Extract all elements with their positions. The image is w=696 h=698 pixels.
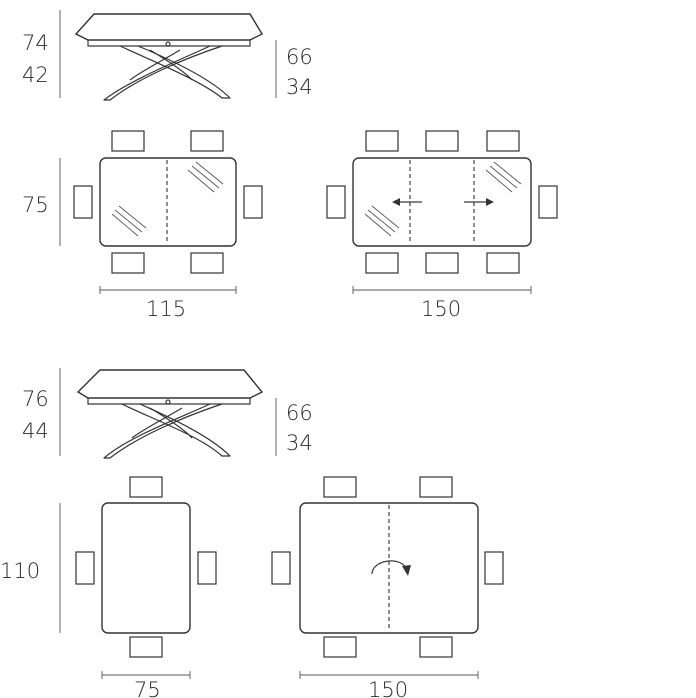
alt-min-label: 34: [286, 431, 313, 455]
open-width-label: 150: [368, 678, 408, 698]
glass-reflection-icon: [111, 161, 224, 237]
table-top: [352, 157, 532, 247]
chair: [190, 252, 224, 274]
chair: [129, 636, 163, 658]
height-max-label: 76: [22, 387, 49, 411]
top-table-open-plan: 150: [271, 476, 504, 698]
depth-label: 75: [22, 193, 49, 217]
chair: [111, 130, 145, 152]
chair: [73, 185, 93, 219]
chair: [243, 185, 263, 219]
chair: [486, 252, 520, 274]
chair: [365, 252, 399, 274]
chair: [197, 551, 217, 585]
extended-width-label: 150: [421, 297, 461, 321]
top-table-elevation: 76 44 66 34: [22, 368, 313, 459]
chair: [486, 130, 520, 152]
glass-table-extended-plan: 150: [326, 130, 558, 321]
chair: [419, 476, 453, 498]
alt-max-label: 66: [286, 45, 313, 69]
chair: [326, 185, 346, 219]
chair: [484, 551, 504, 585]
extend-arrow-right-icon: [464, 198, 494, 206]
chair: [323, 476, 357, 498]
height-max-label: 74: [22, 31, 49, 55]
chair: [271, 551, 291, 585]
chair: [75, 551, 95, 585]
chair: [365, 130, 399, 152]
chair: [129, 476, 163, 498]
chair: [190, 130, 224, 152]
table-top: [99, 157, 237, 247]
depth-label: 110: [0, 559, 40, 583]
table-side-view: [74, 13, 263, 101]
glass-reflection-icon: [364, 161, 522, 237]
closed-width-label: 115: [146, 297, 186, 321]
height-min-label: 44: [22, 419, 49, 443]
chair: [538, 185, 558, 219]
extend-arrow-left-icon: [392, 198, 422, 206]
alt-max-label: 66: [286, 401, 313, 425]
chair: [425, 130, 459, 152]
rotate-arrow-icon: [371, 560, 411, 576]
table-top: [101, 502, 191, 634]
top-table-closed-plan: 110 75: [0, 476, 217, 698]
glass-table-closed-plan: 75 115: [22, 130, 263, 321]
alt-min-label: 34: [286, 75, 313, 99]
glass-table-elevation: 74 42 66 34: [22, 10, 313, 101]
chair: [419, 636, 453, 658]
table-side-view: [76, 369, 264, 459]
chair: [111, 252, 145, 274]
height-min-label: 42: [22, 63, 49, 87]
chair: [425, 252, 459, 274]
closed-width-label: 75: [134, 678, 161, 698]
chair: [323, 636, 357, 658]
